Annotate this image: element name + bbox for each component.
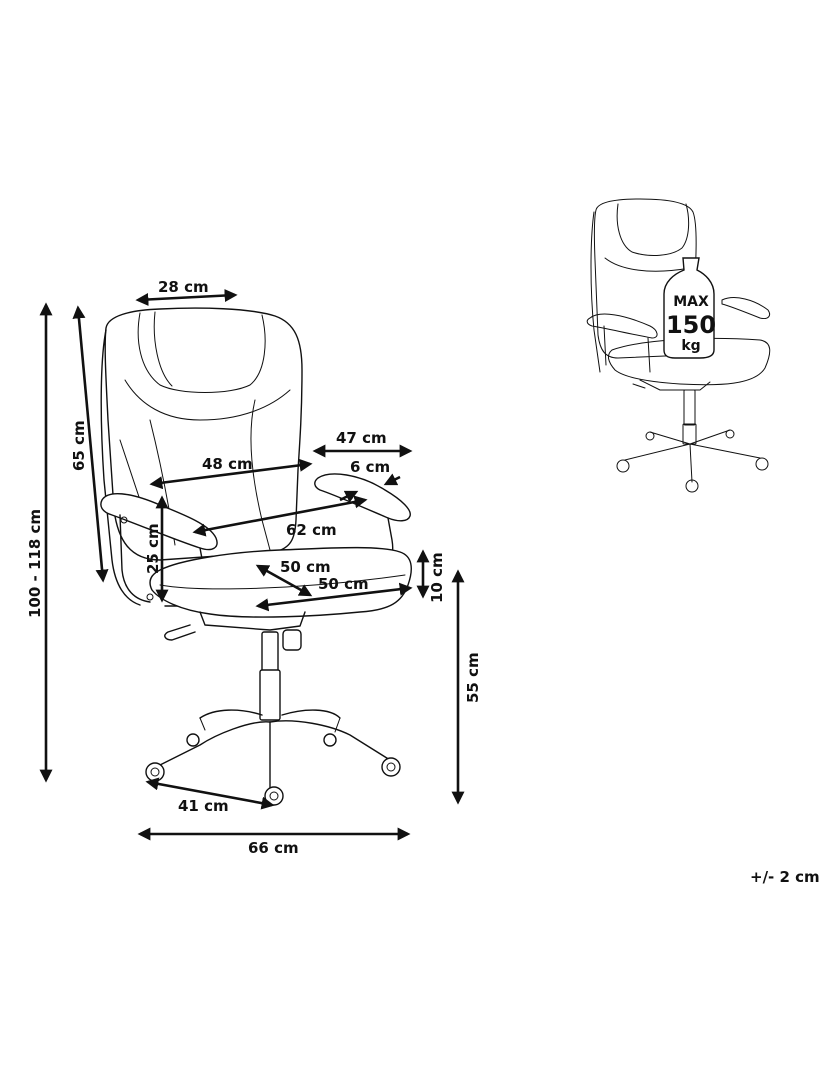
dim-backrest-height: 65 cm	[70, 420, 88, 471]
max-load-unit: kg	[681, 338, 700, 354]
dimension-lines	[39, 289, 465, 841]
dim-seat-depth: 50 cm	[280, 558, 331, 576]
dim-inner-width: 62 cm	[286, 521, 337, 539]
dim-headrest-width: 28 cm	[158, 278, 209, 296]
dim-armrest-height: 25 cm	[144, 523, 162, 574]
dimension-labels: 28 cm 65 cm 100 - 118 cm 48 cm 47 cm 6 c…	[26, 278, 820, 886]
dim-seat-width: 50 cm	[318, 575, 369, 593]
dim-total-height: 100 - 118 cm	[26, 509, 44, 618]
dim-seat-thickness: 10 cm	[428, 552, 446, 603]
dim-seat-height: 55 cm	[464, 652, 482, 703]
dim-armrest-width: 6 cm	[350, 458, 390, 476]
caster-wheels	[145, 733, 401, 806]
small-chair-drawing: MAX 150 kg	[586, 198, 771, 493]
max-load-label: MAX	[673, 294, 709, 310]
dim-base-radius: 41 cm	[178, 797, 229, 815]
dim-backrest-width: 48 cm	[202, 455, 253, 473]
max-load-value: 150	[666, 311, 716, 339]
dim-base-width: 66 cm	[248, 839, 299, 857]
tolerance-note: +/- 2 cm	[750, 868, 820, 886]
dim-armrest-length: 47 cm	[336, 429, 387, 447]
